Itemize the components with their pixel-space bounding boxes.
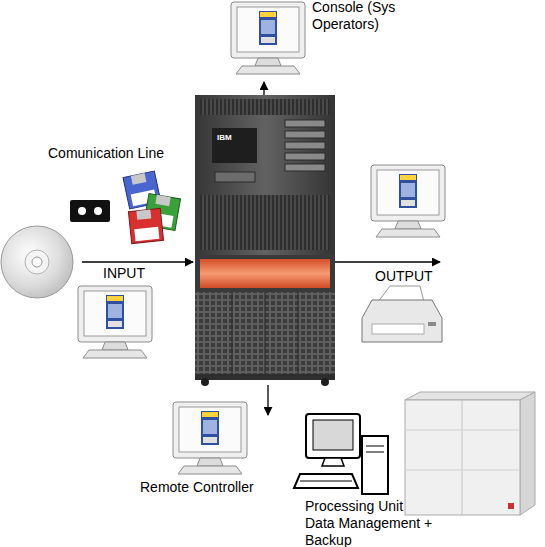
disc-hole	[32, 257, 42, 267]
output-monitor	[371, 165, 445, 237]
arrow-label: OUTPUT	[375, 268, 433, 285]
rack-side	[520, 392, 535, 515]
drive-bay	[285, 153, 325, 160]
drive-slot	[215, 172, 255, 182]
flow-arrow	[267, 385, 268, 415]
pc-screen	[313, 420, 353, 450]
drive-bay	[285, 120, 325, 127]
front-panel	[212, 128, 257, 163]
panel-seam	[265, 292, 266, 374]
tape-cartridge	[70, 200, 110, 222]
tape-reel	[94, 207, 102, 215]
front-grille	[195, 292, 335, 374]
input-devices-node: Comunication Line	[0, 145, 82, 360]
processing-unit-art	[294, 392, 535, 515]
cabinet-top	[195, 95, 335, 260]
drive-bay	[285, 164, 325, 171]
panel-seam	[298, 292, 299, 374]
drive-bay	[285, 131, 325, 138]
pc-tower	[362, 436, 388, 494]
output-devices-art	[362, 165, 445, 342]
flow-arrow	[335, 261, 440, 262]
pc-drive	[366, 446, 384, 447]
tape-reel	[78, 207, 86, 215]
drive-bay	[285, 142, 325, 149]
compact-disc	[1, 226, 73, 298]
node-label: Comunication Line	[48, 145, 208, 162]
rack-seam	[405, 470, 520, 471]
console-monitor	[231, 2, 305, 74]
pc-monitor	[306, 414, 360, 458]
disc-hub	[25, 250, 49, 274]
band-frame	[195, 255, 335, 292]
rack-front	[405, 400, 520, 515]
input-devices-art	[1, 171, 181, 358]
node-label: IBM	[217, 133, 257, 143]
caster-wheel	[201, 378, 209, 386]
rack-seam	[462, 400, 463, 515]
rack-top	[405, 392, 535, 400]
flow-arrow	[82, 261, 193, 262]
caster-wheel	[321, 378, 329, 386]
processing-unit-node: Processing Unit Data Management + Backup	[300, 395, 540, 545]
pc-keys	[300, 481, 352, 482]
panel-seam	[232, 292, 233, 374]
printer-tray	[372, 324, 424, 334]
input-monitor	[78, 286, 152, 358]
rack-logo	[508, 503, 514, 509]
server-node: IBM	[193, 95, 335, 385]
side-vent	[200, 195, 330, 250]
output-devices-node	[440, 160, 460, 350]
pc-drive	[366, 452, 384, 453]
pc-keyboard	[294, 474, 358, 488]
node-label: Processing Unit Data Management + Backup	[305, 498, 435, 547]
orange-band	[200, 259, 330, 288]
printer-button	[428, 322, 436, 326]
top-vent	[200, 99, 330, 115]
remote-monitor	[173, 402, 247, 474]
console-node: Console (Sys Operators)	[228, 0, 308, 82]
rack-seam	[405, 430, 520, 431]
remote-controller-node: Remote Controller	[140, 415, 275, 500]
pc-stand	[322, 458, 344, 466]
printer-body	[362, 300, 442, 342]
cabinet-base	[195, 374, 335, 380]
floppy-disk	[128, 208, 163, 243]
arrow-label: INPUT	[103, 265, 145, 282]
node-label: Remote Controller	[140, 479, 300, 496]
server-cabinet	[195, 95, 335, 386]
flow-arrow	[263, 82, 264, 95]
node-label: Console (Sys Operators)	[312, 0, 412, 33]
